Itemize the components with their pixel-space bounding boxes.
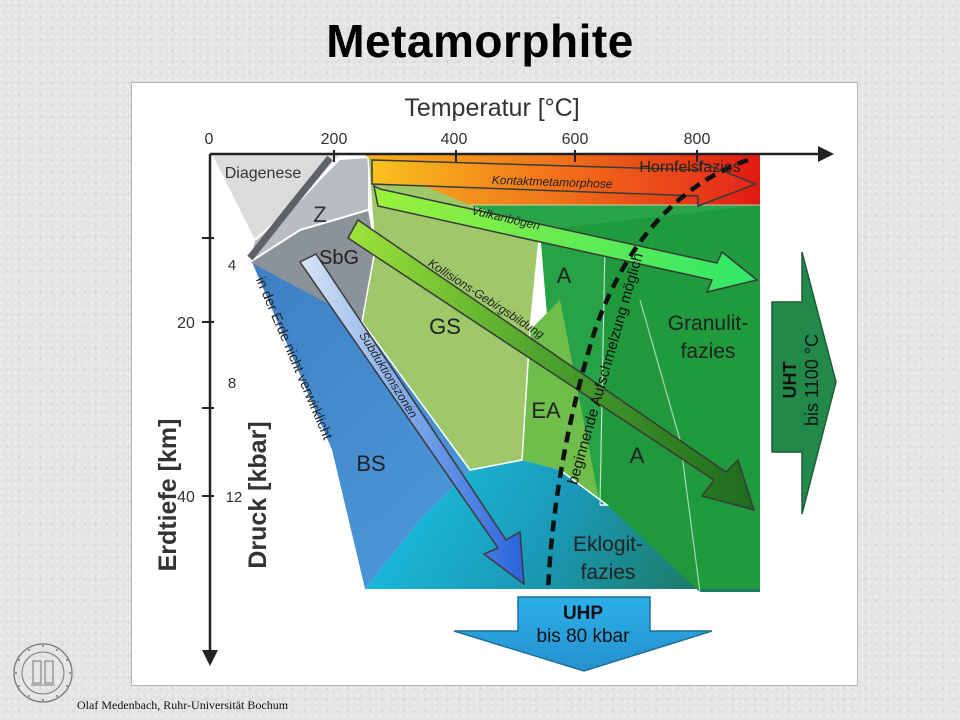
university-seal-icon bbox=[13, 643, 73, 703]
temperature-axis-title: Temperatur [°C] bbox=[404, 94, 579, 122]
uhp-label: UHP bbox=[563, 603, 603, 624]
contact-metamorphism-label: Kontaktmetamorphose bbox=[492, 173, 613, 191]
diagenesis-boundary-arc bbox=[247, 155, 333, 261]
temperature-axis bbox=[210, 146, 834, 162]
facies-label-eklogit-1: Eklogit- bbox=[573, 533, 643, 556]
facies-label-bs: BS bbox=[356, 451, 385, 476]
facies-label-sbg: SbG bbox=[319, 247, 359, 269]
uhp-range-label: bis 80 kbar bbox=[537, 626, 631, 647]
temperature-tick-600: 600 bbox=[562, 131, 589, 148]
melting-dashed-curve bbox=[545, 157, 749, 593]
facies-label-z: Z bbox=[313, 202, 326, 227]
depth-axis-title: Erdtiefe [km] bbox=[154, 419, 182, 572]
uht-callout-arrow bbox=[771, 251, 837, 515]
uhp-callout-arrow bbox=[453, 596, 713, 672]
amphibolite-field-mid bbox=[600, 245, 700, 592]
blueschist-field bbox=[252, 262, 470, 589]
depth-axis bbox=[202, 154, 218, 666]
diagenesis-field bbox=[212, 154, 340, 240]
greenschist-field bbox=[362, 158, 540, 470]
facies-label-diagenese: Diagenese bbox=[225, 165, 302, 182]
footer-credit: Olaf Medenbach, Ruhr-Universität Bochum bbox=[77, 698, 289, 712]
facies-label-a-lower: A bbox=[630, 443, 645, 468]
facies-label-hornfels: Hornfelsfazies bbox=[639, 159, 740, 176]
pressure-axis-title: Druck [kbar] bbox=[244, 421, 272, 568]
uht-label: UHT bbox=[780, 362, 800, 399]
facies-label-granulit-1: Granulit- bbox=[668, 312, 749, 335]
depth-tick-20: 20 bbox=[177, 315, 195, 332]
zeolite-field bbox=[250, 158, 368, 262]
collision-orogeny-arrow bbox=[347, 218, 756, 512]
facies-label-a-upper: A bbox=[557, 263, 572, 288]
pressure-tick-4: 4 bbox=[228, 257, 236, 274]
temperature-tick-800: 800 bbox=[684, 131, 711, 148]
facies-label-gs: GS bbox=[429, 314, 461, 339]
temperature-tick-200: 200 bbox=[321, 131, 348, 148]
temperature-tick-400: 400 bbox=[441, 131, 468, 148]
contact-metamorphism-arrow bbox=[371, 159, 759, 208]
uht-range-label: bis 1100 °C bbox=[802, 334, 822, 426]
facies-label-granulit-2: fazies bbox=[681, 340, 736, 363]
facies-label-ea: EA bbox=[531, 398, 561, 423]
not-realized-field bbox=[212, 154, 365, 589]
temperature-tick-0: 0 bbox=[205, 131, 214, 148]
volcanic-arc-arrow bbox=[372, 184, 759, 294]
pressure-tick-12: 12 bbox=[226, 489, 243, 506]
pressure-tick-8: 8 bbox=[228, 375, 236, 392]
subduction-zone-arrow bbox=[298, 253, 525, 586]
depth-tick-40: 40 bbox=[177, 489, 195, 506]
slide-title: Metamorphite bbox=[326, 15, 634, 67]
facies-label-eklogit-2: fazies bbox=[581, 561, 636, 584]
